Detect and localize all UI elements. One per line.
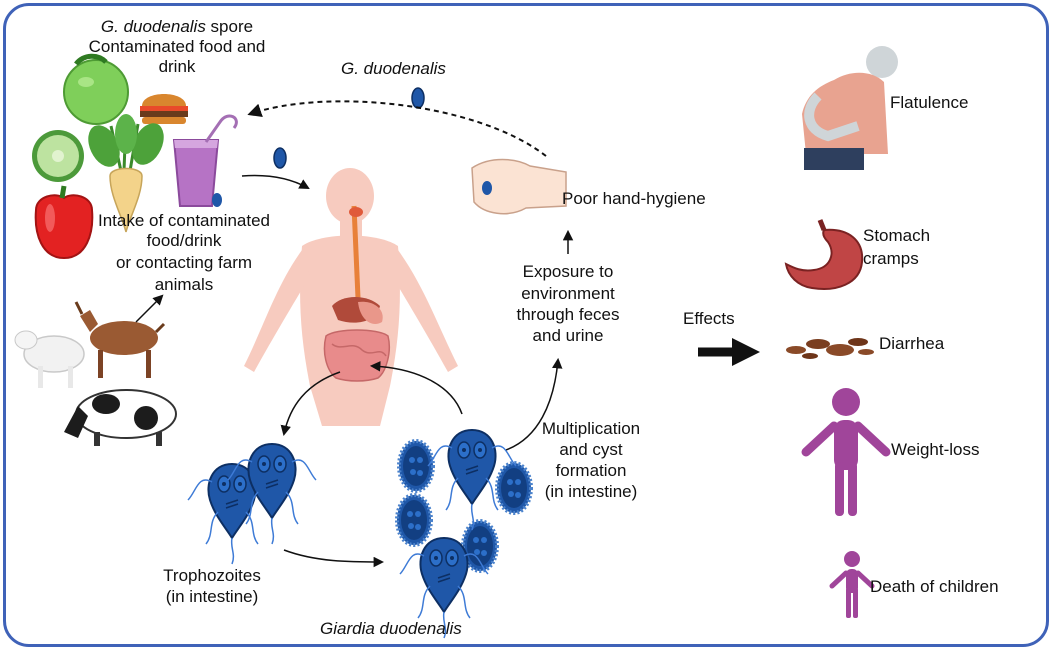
- arrow: [280, 371, 341, 437]
- multiplication-line4: (in intestine): [544, 482, 638, 501]
- guava-icon: [63, 53, 129, 125]
- child-icon: [829, 551, 875, 618]
- food-group: [32, 53, 238, 260]
- stomach-icon: [784, 219, 864, 290]
- contaminated-line1: Contaminated food and: [88, 37, 266, 56]
- goat-icon: [74, 301, 166, 378]
- cyst-cluster: [395, 429, 533, 639]
- burger-icon: [140, 94, 188, 124]
- multiplication-line2: and cyst: [559, 440, 623, 459]
- flatulence-person-icon: [802, 46, 898, 170]
- multiplication-line1: Multiplication: [541, 419, 641, 438]
- cyst-icon: [395, 493, 433, 547]
- diagram-frame: G. duodenalis spore Contaminated food an…: [3, 3, 1049, 647]
- giardia-label: Giardia duodenalis: [320, 619, 462, 638]
- trophozoites-line1: Trophozoites: [163, 566, 261, 585]
- arrow: [369, 361, 463, 415]
- cyst-icon: [273, 147, 287, 169]
- spore-label: G. duodenalis spore: [72, 17, 282, 37]
- person-icon: [801, 388, 891, 516]
- intake-line4: animals: [154, 275, 214, 294]
- intake-line2: food/drink: [146, 231, 222, 250]
- effects-label: Effects: [683, 309, 735, 328]
- trophozoites-line2: (in intestine): [165, 587, 259, 606]
- intake-line3: or contacting farm: [115, 253, 253, 272]
- hand-icon: [471, 158, 567, 215]
- arrow: [283, 549, 385, 568]
- spore-suffix: spore: [205, 17, 254, 36]
- effect-death-children: Death of children: [870, 577, 999, 596]
- effect-flatulence: Flatulence: [890, 93, 969, 112]
- effects-arrow-head: [732, 338, 760, 366]
- cucumber-icon: [32, 130, 84, 182]
- trophozoite-group: [187, 443, 317, 565]
- effect-diarrhea: Diarrhea: [879, 334, 945, 353]
- poor-hygiene-label: Poor hand-hygiene: [562, 189, 706, 208]
- exposure-line4: and urine: [532, 326, 604, 345]
- effect-weight-loss: Weight-loss: [891, 440, 980, 459]
- effect-stomach-line2: cramps: [863, 249, 919, 268]
- smoothie-glass-icon: [172, 114, 238, 207]
- dashed-arrow: [247, 100, 547, 157]
- pepper-icon: [34, 185, 94, 260]
- intake-line1: Intake of contaminated: [97, 211, 270, 230]
- flying-species-label: G. duodenalis: [341, 59, 446, 78]
- cyst-icon: [397, 439, 435, 493]
- cow-icon: [64, 389, 177, 446]
- exposure-line2: environment: [521, 284, 615, 303]
- diagram-canvas: [14, 46, 898, 639]
- arrow: [505, 357, 563, 451]
- effect-stomach-line1: Stomach: [863, 226, 931, 245]
- spore-species: G. duodenalis: [100, 17, 206, 36]
- diarrhea-icon: [786, 338, 874, 359]
- lamb-icon: [14, 330, 85, 388]
- contaminated-line2: drink: [158, 57, 196, 76]
- cyst-icon: [411, 87, 425, 109]
- exposure-line1: Exposure to: [522, 262, 614, 281]
- arrow: [241, 174, 310, 190]
- arrow: [135, 294, 164, 323]
- multiplication-line3: formation: [555, 461, 627, 480]
- human-body-icon: [244, 168, 458, 426]
- beet-icon: [88, 114, 164, 233]
- exposure-line3: through feces: [516, 305, 620, 324]
